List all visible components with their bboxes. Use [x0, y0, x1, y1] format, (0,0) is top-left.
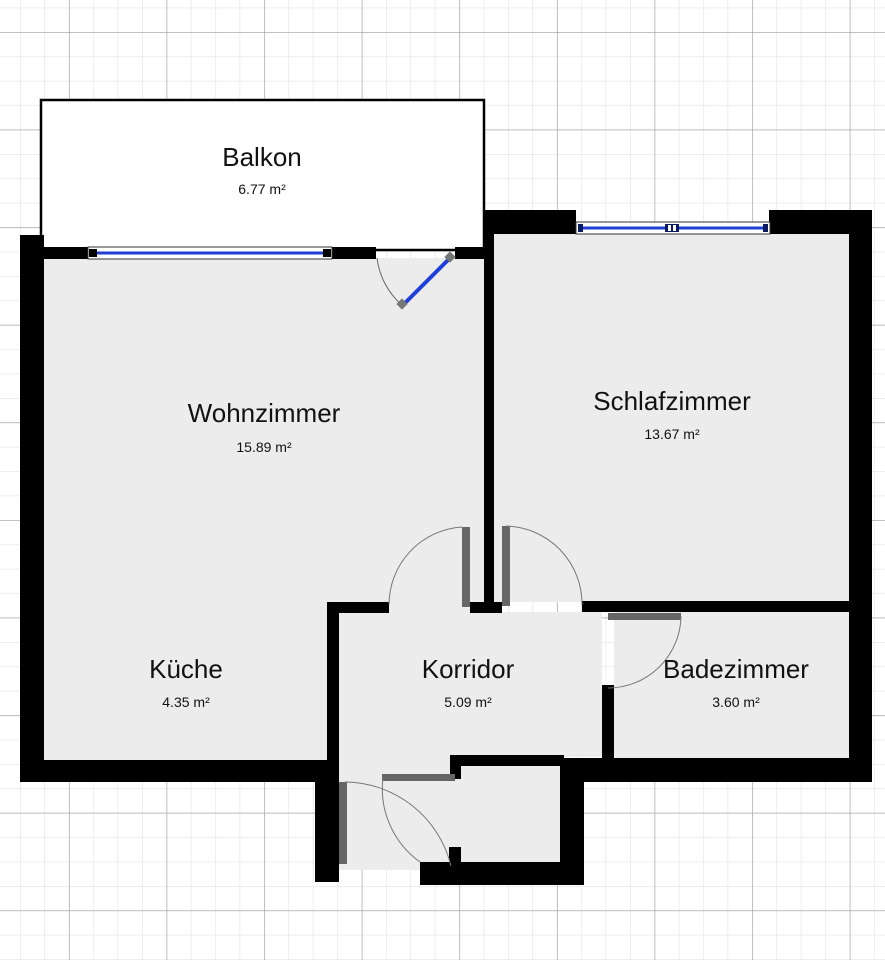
balkon-area: [39, 98, 486, 252]
room-area-badezimmer: 3.60 m²: [712, 694, 760, 710]
room-area-wohnzimmer: 15.89 m²: [236, 439, 292, 455]
walls: [20, 210, 872, 885]
room-name-balkon: Balkon: [222, 142, 302, 172]
window-schlafzimmer: [575, 221, 771, 235]
room-area-balkon: 6.77 m²: [238, 181, 286, 197]
door-entrance[interactable]: [339, 781, 452, 867]
door-badezimmer[interactable]: [607, 613, 682, 689]
room-name-schlafzimmer: Schlafzimmer: [593, 386, 751, 416]
door-closet[interactable]: [381, 774, 455, 863]
window-wohnzimmer: [87, 246, 333, 260]
door-wohnzimmer[interactable]: [388, 526, 470, 607]
room-area-korridor: 5.09 m²: [444, 694, 492, 710]
door-schlafzimmer[interactable]: [502, 525, 583, 606]
room-name-korridor: Korridor: [421, 654, 515, 684]
room-area-kueche: 4.35 m²: [162, 694, 210, 710]
room-area-schlafzimmer: 13.67 m²: [644, 426, 700, 442]
balcony-door[interactable]: [376, 251, 456, 310]
room-name-kueche: Küche: [149, 654, 223, 684]
room-name-badezimmer: Badezimmer: [663, 654, 809, 684]
room-name-wohnzimmer: Wohnzimmer: [187, 398, 341, 428]
